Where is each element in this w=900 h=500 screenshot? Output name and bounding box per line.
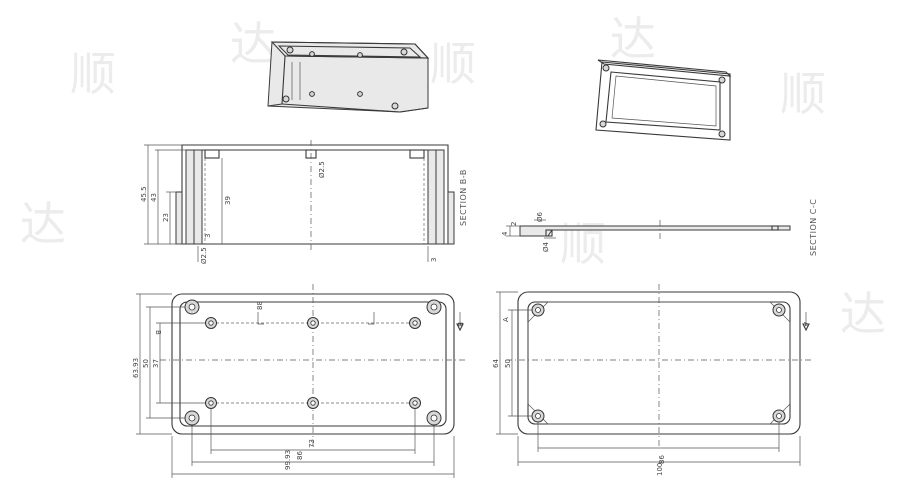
dim-boss-dia: Ø2.5: [200, 247, 208, 264]
lid-plan-view: A A 64 50 100 86: [492, 284, 812, 476]
section-b-marker-left: B: [154, 330, 162, 335]
watermark-glyph: 顺: [560, 217, 606, 271]
dim-lid-step: 2: [510, 222, 518, 226]
dim-lid-hole: Ø4: [542, 241, 550, 252]
dim-lid-width-inner: 86: [658, 455, 666, 464]
dim-base-height-mid: 50: [142, 359, 150, 368]
dim-overall-height: 45.5: [140, 186, 148, 202]
watermark-glyph: 达: [610, 12, 656, 66]
dim-depth: 39: [224, 196, 232, 205]
dim-base-width-inner: 73: [308, 439, 316, 448]
section-c-label: SECTION C-C: [809, 199, 818, 256]
isometric-box-view: [267, 41, 430, 113]
dim-boss-wall: 3: [204, 234, 212, 238]
watermark-glyph: 顺: [70, 47, 116, 101]
watermark-glyph: 达: [230, 17, 276, 71]
dim-inner-height: 43: [150, 193, 158, 202]
dim-right-wall: 3: [430, 258, 438, 262]
dim-lid-height-outer: 64: [492, 359, 500, 368]
watermark-glyph: 达: [20, 197, 66, 251]
watermark-glyph: 顺: [430, 37, 476, 91]
section-a-marker-left: A: [502, 317, 510, 322]
watermark-glyph: 达: [840, 287, 886, 341]
watermark: 顺 达 顺 达 顺 达 顺 达: [20, 12, 886, 341]
dim-lid-width-outer: 100: [656, 463, 664, 476]
dim-lid-height-inner: 50: [504, 359, 512, 368]
dim-base-height-outer: 63.93: [132, 358, 140, 378]
dim-lid-lip: Ø6: [536, 211, 544, 222]
dim-base-height-inner: 37: [152, 359, 160, 368]
base-plan-view: 88 B B 63.93 50 37 99.93 86 73: [132, 284, 468, 478]
dim-post-height: 23: [162, 213, 170, 222]
dim-post-pitch: 88: [256, 301, 264, 310]
section-a-marker-right: A: [802, 322, 810, 327]
isometric-lid-view: [595, 59, 732, 141]
section-c-view: 4 2 Ø6 Ø4 SECTION C-C: [501, 199, 818, 256]
dim-screw-dia: Ø2.5: [318, 161, 326, 178]
section-b-label: SECTION B-B: [459, 169, 468, 226]
dim-lid-thickness: 4: [501, 231, 509, 236]
watermark-glyph: 顺: [780, 67, 826, 121]
section-b-view: 45.5 43 23 39 3 Ø2.5 Ø2.5 3 SECTION B-B: [140, 140, 468, 264]
dim-base-width-outer: 99.93: [284, 450, 292, 470]
dim-base-width-mid: 86: [296, 451, 304, 460]
